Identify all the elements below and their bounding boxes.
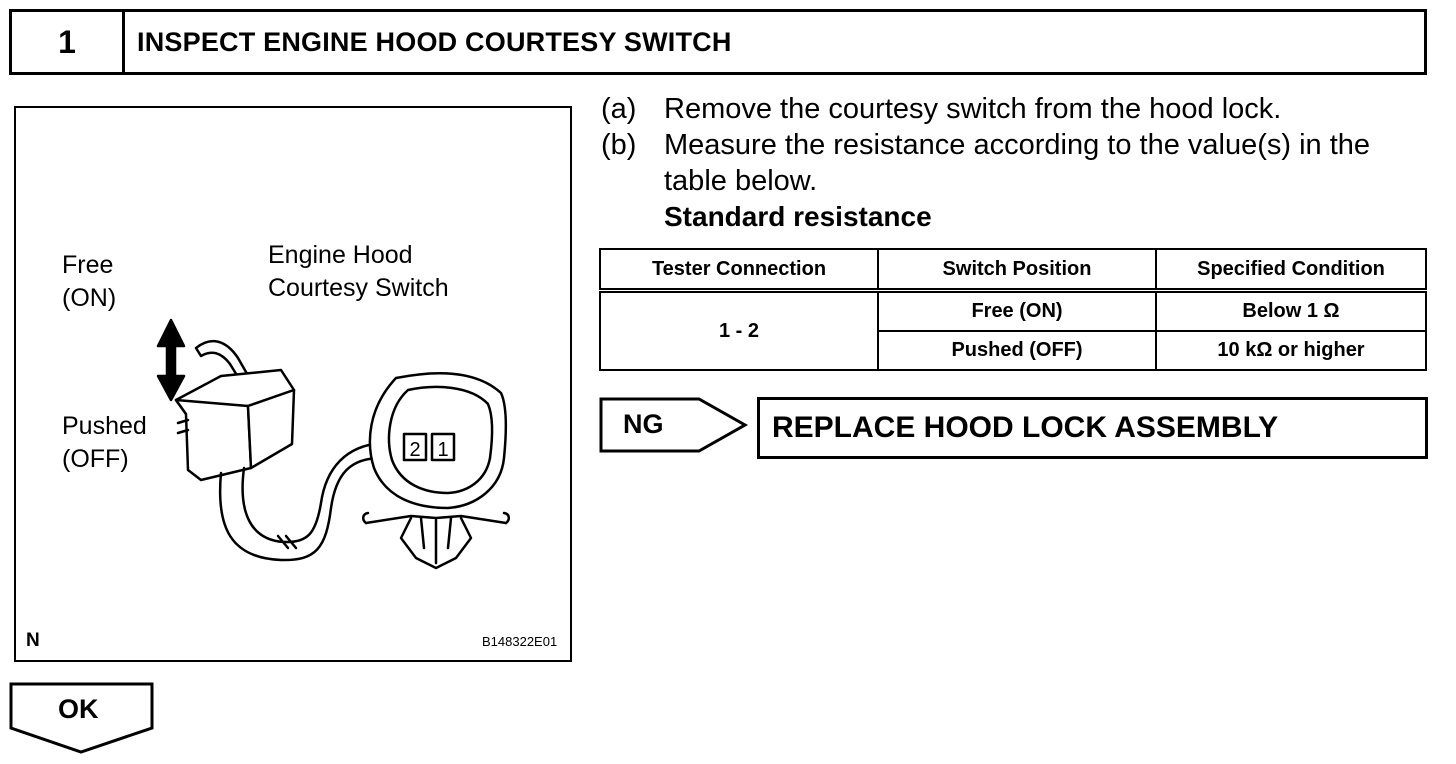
courtesy-switch-drawing: 2 1	[156, 318, 510, 570]
ok-arrow-icon	[9, 682, 154, 754]
ok-label: OK	[58, 694, 99, 724]
figure-code: B148322E01	[482, 634, 558, 649]
switch-illustration: 2 1 Free (ON) Engine Hood Courtesy Switc…	[14, 106, 572, 662]
step-number: 1	[12, 12, 125, 72]
specified-condition-cell: 10 kΩ or higher	[1155, 330, 1427, 371]
step-header: 1 INSPECT ENGINE HOOD COURTESY SWITCH	[9, 9, 1427, 75]
table-row: 1 - 2 Free (ON) Below 1 Ω	[599, 289, 1427, 371]
switch-position-cell: Pushed (OFF)	[877, 330, 1157, 371]
ng-action-box: REPLACE HOOD LOCK ASSEMBLY	[757, 397, 1428, 459]
double-arrow-icon	[156, 318, 186, 402]
table-header: Switch Position	[877, 248, 1157, 293]
instruction-b: (b) Measure the resistance according to …	[601, 129, 1371, 197]
tester-connection-cell: 1 - 2	[599, 289, 879, 371]
table-row: Pushed (OFF) 10 kΩ or higher	[600, 330, 1427, 371]
ng-arrow-icon	[599, 397, 749, 453]
instruction-a: (a) Remove the courtesy switch from the …	[601, 93, 1282, 125]
corner-mark: N	[26, 630, 40, 651]
switch-name-label: Engine Hood Courtesy Switch	[268, 241, 449, 302]
table-header: Specified Condition	[1155, 248, 1427, 293]
table-header-row: Tester Connection Switch Position Specif…	[599, 248, 1427, 293]
specified-condition-cell: Below 1 Ω	[1155, 289, 1427, 332]
ng-label: NG	[623, 409, 664, 439]
table-header: Tester Connection	[599, 248, 879, 293]
resistance-table: Tester Connection Switch Position Specif…	[599, 248, 1427, 371]
free-label: Free (ON)	[62, 251, 117, 312]
pushed-label: Pushed (OFF)	[62, 412, 147, 473]
terminal-1-label: 1	[437, 439, 448, 461]
switch-position-cell: Free (ON)	[877, 289, 1157, 332]
step-title: INSPECT ENGINE HOOD COURTESY SWITCH	[137, 26, 732, 57]
standard-title: Standard resistance	[664, 201, 932, 232]
terminal-2-label: 2	[409, 439, 420, 461]
